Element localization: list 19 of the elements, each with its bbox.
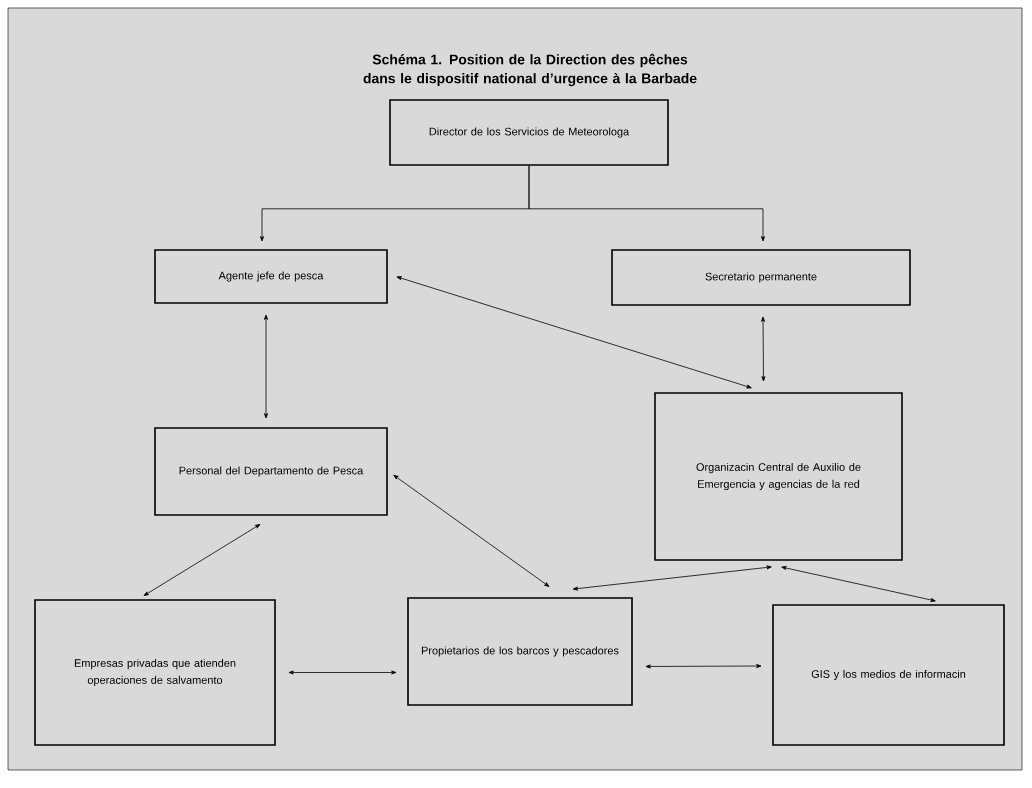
process-box: Director de los Servicios de Meteorologa <box>389 99 669 166</box>
arrow <box>288 670 397 675</box>
arrow <box>572 565 772 591</box>
process-box: Personal del Departamento de Pesca <box>154 427 388 516</box>
arrow <box>645 664 762 669</box>
arrow <box>393 474 550 587</box>
arrow <box>761 316 766 382</box>
process-box: Secretario permanente <box>611 249 911 306</box>
arrow <box>528 165 765 242</box>
arrow <box>781 566 936 602</box>
arrow <box>396 276 752 389</box>
process-box: GIS y los medios de informacin <box>772 604 1005 746</box>
title: Schéma 1. Position de la Direction des pêches dans le dispositif national d’urgence à la Barbade <box>363 53 697 87</box>
process-box: Organizacin Central de Auxilio de Emergencia y agencias de la red <box>654 392 903 561</box>
process-box: Agente jefe de pesca <box>154 249 388 304</box>
process-box: Propietarios de los barcos y pescadores <box>407 597 633 706</box>
process-box: Empresas privadas que atienden operaciones de salvamento <box>34 599 276 746</box>
arrow <box>264 314 268 419</box>
arrow <box>143 524 261 596</box>
